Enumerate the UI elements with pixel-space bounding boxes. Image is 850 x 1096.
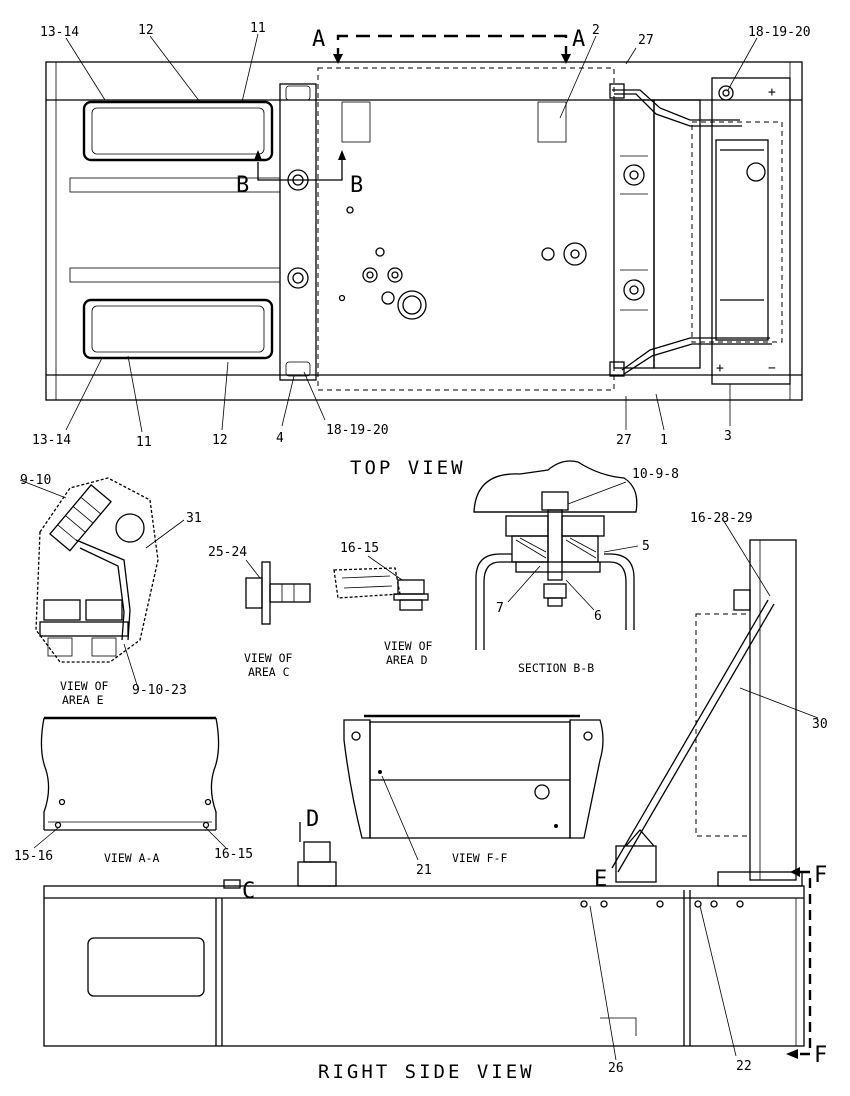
callout-2: 2 xyxy=(592,23,600,38)
callout-16-28-29: 16-28-29 xyxy=(690,511,753,526)
area-e-view xyxy=(19,477,185,689)
area-d-view xyxy=(333,555,429,611)
right-side-view xyxy=(43,822,812,1061)
upper-access-opening xyxy=(82,100,274,162)
view-f-f xyxy=(343,714,604,861)
top-view-leaders xyxy=(65,33,758,433)
area-c-caption-line2: AREA C xyxy=(248,665,290,679)
callout-13-14-top: 13-14 xyxy=(40,25,79,40)
callout-1: 1 xyxy=(660,433,668,448)
mounting-bracket xyxy=(279,83,317,381)
callout-3: 3 xyxy=(724,429,732,444)
section-b-b-view xyxy=(473,460,639,650)
area-e-caption-line2: AREA E xyxy=(62,693,104,707)
callout-6: 6 xyxy=(594,609,602,624)
callout-16-15-view-aa: 16-15 xyxy=(214,847,253,862)
callout-10-9-8: 10-9-8 xyxy=(632,467,679,482)
lower-access-opening xyxy=(82,298,274,360)
callout-16-15-area-d: 16-15 xyxy=(340,541,379,556)
view-f-f-caption: VIEW F-F xyxy=(452,851,507,865)
section-mark-b-left: B xyxy=(236,173,249,198)
area-d-caption-line1: VIEW OF xyxy=(384,639,433,653)
section-mark-c: C xyxy=(242,879,255,904)
section-mark-d: D xyxy=(306,807,319,832)
section-mark-b-right: B xyxy=(350,173,363,198)
callout-11-bottom: 11 xyxy=(136,435,152,450)
terminal-plus-bottom: + xyxy=(716,361,724,376)
battery-hold-down-assembly xyxy=(611,517,819,887)
callout-18-19-20-top: 18-19-20 xyxy=(748,25,811,40)
callout-27-top: 27 xyxy=(638,33,654,48)
callout-22: 22 xyxy=(736,1059,752,1074)
top-view-title: TOP VIEW xyxy=(350,457,466,479)
section-mark-f-top: F xyxy=(814,863,827,888)
right-side-frame xyxy=(43,885,805,1047)
callout-27-bottom: 27 xyxy=(616,433,632,448)
section-b-b-caption: SECTION B-B xyxy=(518,661,594,675)
area-c-view xyxy=(245,559,311,625)
callout-18-19-20-bottom: 18-19-20 xyxy=(326,423,389,438)
callout-9-10-23: 9-10-23 xyxy=(132,683,187,698)
terminal-minus-bottom: − xyxy=(768,361,776,376)
callout-12-bottom: 12 xyxy=(212,433,228,448)
area-d-caption-line2: AREA D xyxy=(386,653,428,667)
callout-12-top: 12 xyxy=(138,23,154,38)
callout-21: 21 xyxy=(416,863,432,878)
callout-13-14-bottom: 13-14 xyxy=(32,433,71,448)
base-plate-outline xyxy=(317,67,615,391)
view-a-a xyxy=(33,716,227,849)
callout-9-10: 9-10 xyxy=(20,473,51,488)
top-view-frame xyxy=(45,61,803,401)
section-mark-e: E xyxy=(594,867,607,892)
callout-4: 4 xyxy=(276,431,284,446)
callout-30: 30 xyxy=(812,717,828,732)
callout-26: 26 xyxy=(608,1061,624,1076)
terminal-plus-top: + xyxy=(768,85,776,100)
callout-11-top: 11 xyxy=(250,21,266,36)
section-mark-f-bottom: F xyxy=(814,1043,827,1068)
top-view xyxy=(45,34,803,401)
area-e-caption-line1: VIEW OF xyxy=(60,679,109,693)
callout-7: 7 xyxy=(496,601,504,616)
section-mark-a-right: A xyxy=(572,27,585,52)
callout-25-24: 25-24 xyxy=(208,545,247,560)
area-c-caption-line1: VIEW OF xyxy=(244,651,293,665)
section-mark-a-left: A xyxy=(312,27,325,52)
callout-15-16: 15-16 xyxy=(14,849,53,864)
callout-31: 31 xyxy=(186,511,202,526)
battery-box xyxy=(711,77,791,385)
view-a-a-caption: VIEW A-A xyxy=(104,851,159,865)
right-side-view-title: RIGHT SIDE VIEW xyxy=(318,1061,535,1083)
callout-5: 5 xyxy=(642,539,650,554)
